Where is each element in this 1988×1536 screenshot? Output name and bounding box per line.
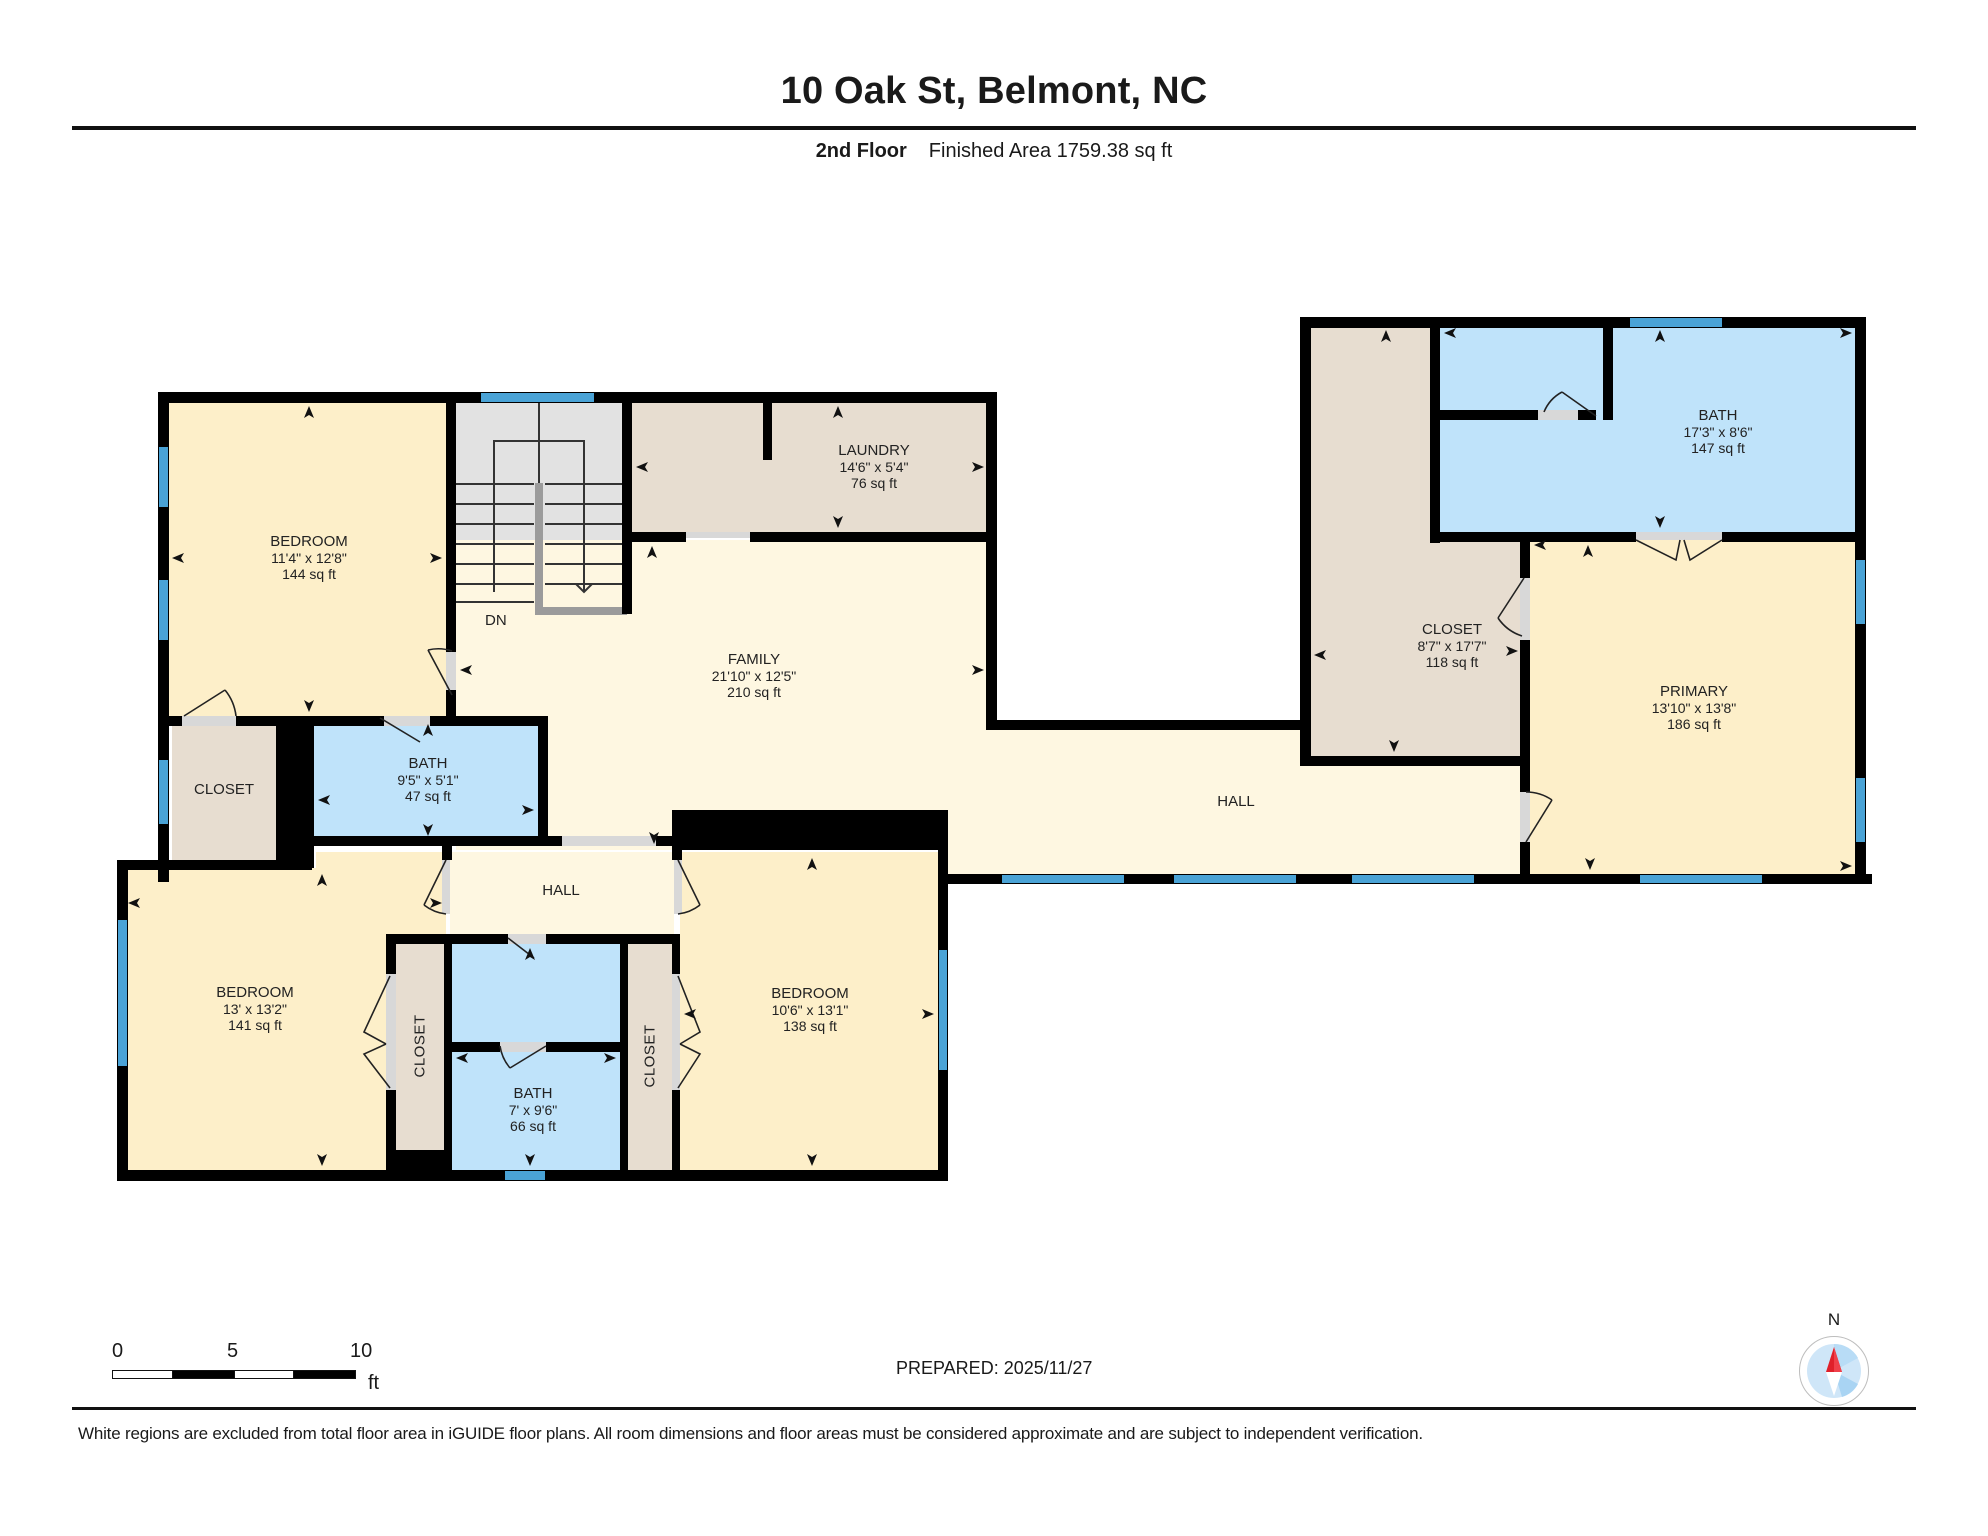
footer-disclaimer: White regions are excluded from total fl…	[78, 1424, 1423, 1443]
scale-tick-10: 10	[350, 1340, 373, 1362]
footer-divider	[72, 1407, 1916, 1410]
plan-title: 10 Oak St, Belmont, NC	[780, 70, 1208, 112]
dimension-arrows	[128, 328, 1852, 1166]
room-laundry	[632, 402, 988, 532]
room-bedroom-1	[168, 402, 450, 718]
room-bedroom-3	[680, 852, 942, 1172]
room-label-bedroom-1: BEDROOM 11'4" x 12'8" 144 sq ft	[270, 533, 348, 583]
room-closet-left	[172, 722, 276, 862]
room-label-closet-b2: CLOSET	[411, 1014, 429, 1078]
scale-segment	[293, 1370, 356, 1379]
room-label-laundry: LAUNDRY 14'6" x 5'4" 76 sq ft	[838, 442, 910, 492]
room-label-bath-small: BATH 9'5" x 5'1" 47 sq ft	[397, 755, 459, 805]
stairs-detail	[455, 402, 626, 603]
room-label-bath-primary: BATH 17'3" x 8'6" 147 sq ft	[1683, 407, 1753, 457]
room-label-family: FAMILY 21'10" x 12'5" 210 sq ft	[711, 651, 797, 701]
room-label-hall-main: HALL	[1217, 793, 1255, 810]
room-label-bedroom-2: BEDROOM 13' x 13'2" 141 sq ft	[216, 984, 294, 1034]
room-primary	[1530, 540, 1858, 874]
scale-segment	[234, 1370, 294, 1379]
room-bath-mid	[452, 944, 620, 1172]
room-label-primary: PRIMARY 13'10" x 13'8" 186 sq ft	[1651, 683, 1737, 733]
room-closet-b2	[396, 944, 444, 1150]
room-bath-small	[314, 720, 542, 840]
windows	[118, 318, 1865, 1180]
room-label-hall-small: HALL	[542, 882, 580, 899]
header-divider	[72, 126, 1916, 130]
plan-subtitle: 2nd Floor Finished Area 1759.38 sq ft	[0, 140, 1988, 163]
room-label-closet-walkin: CLOSET 8'7" x 17'7" 118 sq ft	[1417, 621, 1487, 671]
scale-segment	[112, 1370, 173, 1379]
room-label-bedroom-3: BEDROOM 10'6" x 13'1" 138 sq ft	[771, 985, 849, 1035]
room-label-closet-b3: CLOSET	[641, 1024, 659, 1088]
compass: N	[1798, 1310, 1870, 1410]
scale-tick-0: 0	[112, 1340, 124, 1362]
room-hall-small	[450, 852, 674, 934]
compass-north-label: N	[1827, 1310, 1841, 1329]
scale-segment	[172, 1370, 235, 1379]
prepared-date: PREPARED: 2025/11/27	[896, 1358, 1093, 1378]
floor-label: 2nd Floor	[815, 140, 907, 162]
scale-tick-5: 5	[227, 1340, 239, 1362]
stairs-down-label: DN	[485, 612, 507, 629]
compass-needle-icon	[1807, 1343, 1861, 1398]
scale-unit: ft	[368, 1372, 380, 1394]
room-closet-b3	[628, 944, 672, 1172]
room-label-bath-mid: BATH 7' x 9'6" 66 sq ft	[508, 1085, 558, 1135]
room-bath-primary	[1440, 326, 1858, 532]
finished-area: Finished Area 1759.38 sq ft	[928, 140, 1173, 162]
room-label-closet-left: CLOSET	[193, 781, 255, 798]
